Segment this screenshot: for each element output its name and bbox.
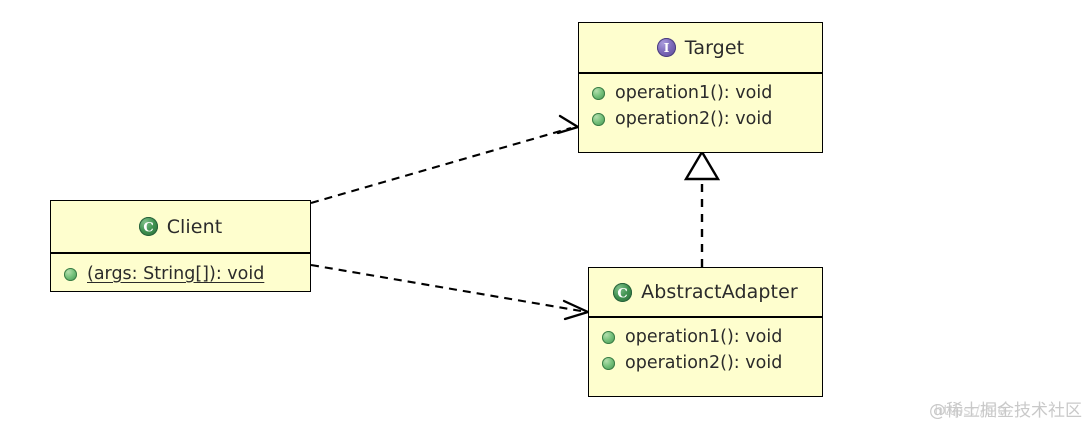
dependency-line: [310, 126, 572, 205]
members-list-client: (args: String[]): void: [51, 254, 310, 291]
member-label: operation2(): void: [615, 109, 773, 129]
class-name-client: Client: [166, 215, 223, 238]
public-method-icon: [602, 356, 615, 370]
relationship-client-to-target: [310, 114, 580, 205]
class-icon: C: [613, 282, 633, 302]
member-row[interactable]: operation1(): void: [589, 324, 822, 350]
member-label: operation1(): void: [625, 327, 783, 347]
svg-text:C: C: [617, 286, 627, 301]
uml-class-target[interactable]: I Target operation1(): void operation2()…: [578, 22, 823, 153]
member-row[interactable]: (args: String[]): void: [51, 261, 310, 287]
svg-text:I: I: [663, 41, 669, 55]
public-method-icon: [64, 267, 77, 281]
svg-text:C: C: [143, 220, 153, 235]
class-header-client: C Client: [51, 201, 310, 252]
class-name-abstractadapter: AbstractAdapter: [641, 281, 798, 303]
class-name-target: Target: [684, 36, 745, 59]
interface-icon: I: [656, 38, 676, 57]
member-label: operation2(): void: [625, 353, 783, 373]
header-separator: [579, 72, 822, 74]
header-separator: [589, 316, 822, 318]
relationship-abstractadapter-implements-target: [683, 149, 721, 267]
member-row[interactable]: operation2(): void: [579, 106, 822, 132]
member-label: operation1(): void: [615, 83, 773, 103]
members-list-abstractadapter: operation1(): void operation2(): void: [589, 318, 822, 380]
uml-class-abstractadapter[interactable]: C AbstractAdapter operation1(): void ope…: [588, 267, 823, 397]
member-label: (args: String[]): void: [87, 264, 265, 284]
class-header-target: I Target: [579, 23, 822, 72]
members-list-target: operation1(): void operation2(): void: [579, 74, 822, 136]
class-header-abstractadapter: C AbstractAdapter: [589, 268, 822, 316]
relationship-client-to-abstractadapter: [310, 263, 590, 321]
public-method-icon: [592, 86, 605, 100]
open-arrowhead: [556, 114, 580, 135]
hollow-triangle-arrowhead: [683, 149, 721, 181]
dependency-line: [310, 263, 582, 313]
uml-class-client[interactable]: C Client (args: String[]): void: [50, 200, 311, 292]
class-icon: C: [138, 217, 158, 236]
public-method-icon: [602, 330, 615, 344]
member-row[interactable]: operation2(): void: [589, 350, 822, 376]
member-row[interactable]: operation1(): void: [579, 80, 822, 106]
header-separator: [51, 252, 310, 254]
public-method-icon: [592, 112, 605, 126]
